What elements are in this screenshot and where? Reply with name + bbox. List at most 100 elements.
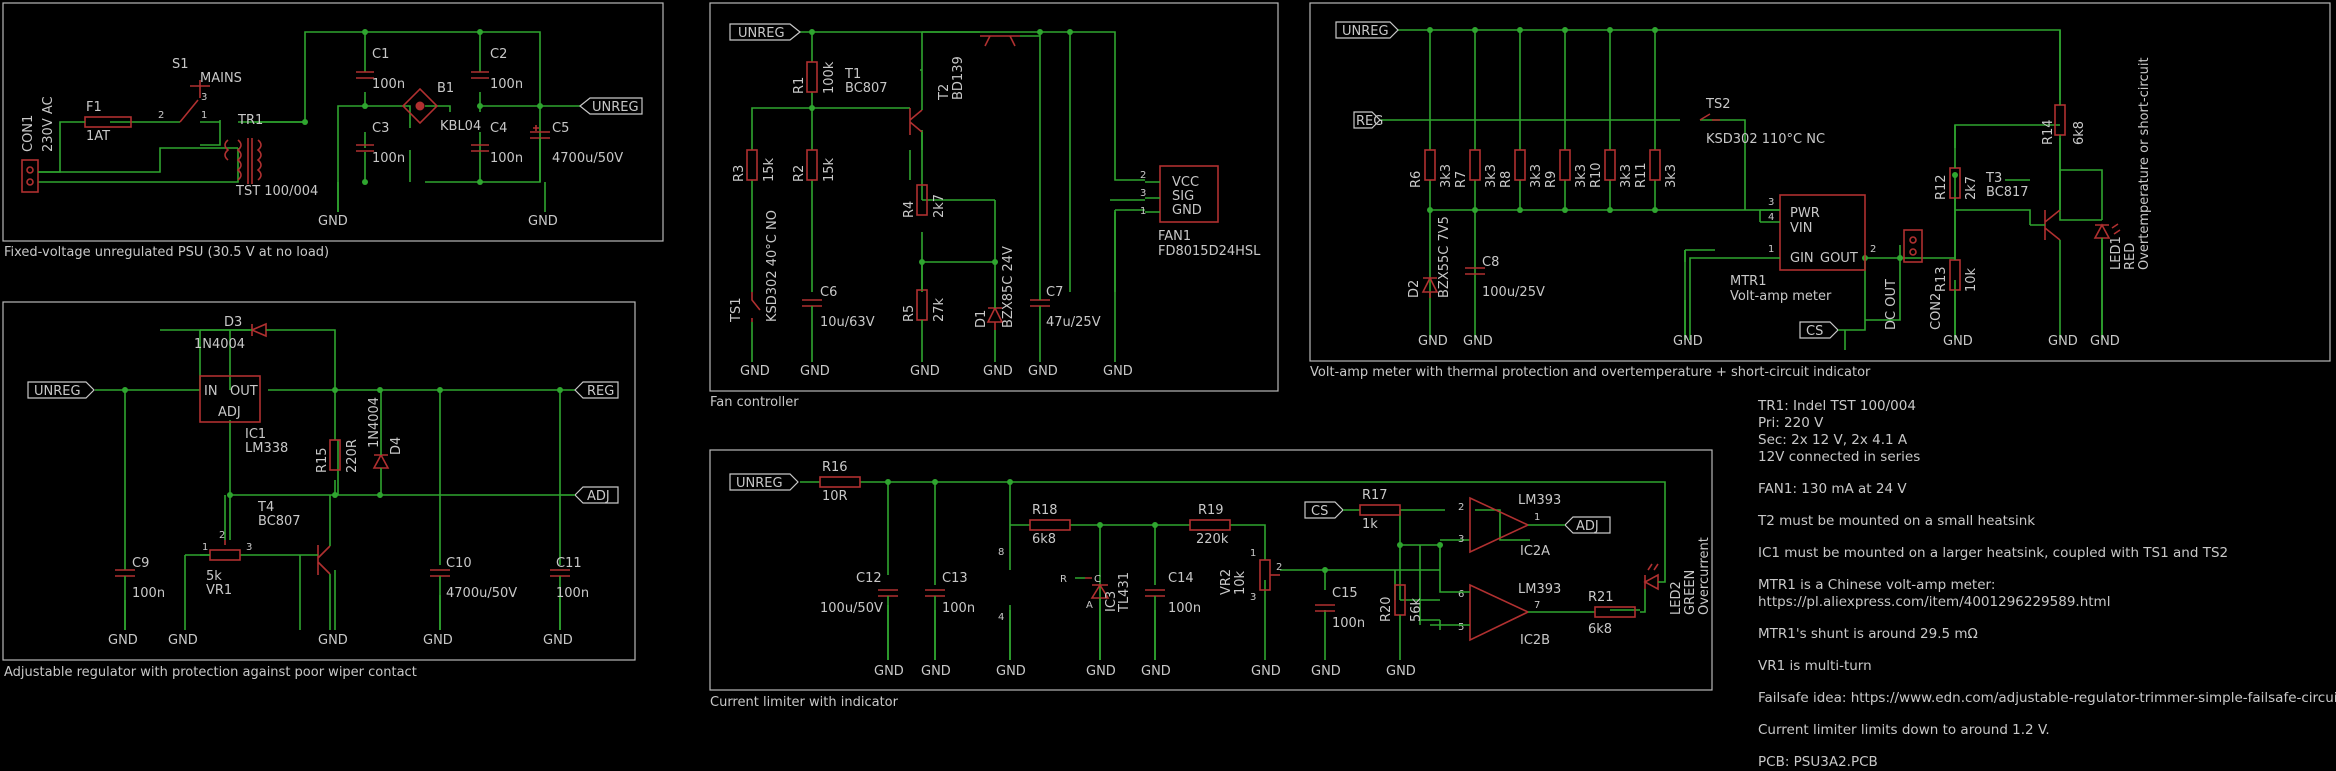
cap-c8 [1465,267,1485,275]
t1-label: T1 [844,67,861,82]
c4-label: C4 [490,121,507,136]
tr1-label: TR1 [237,113,263,128]
svg-text:1: 1 [1534,512,1540,523]
limiter-gnd-5: GND [1141,664,1171,679]
c11-label: C11 [556,556,582,571]
meter-gnd-2: GND [1463,334,1493,349]
r3-value: 15k [762,157,777,182]
r19-value: 220k [1196,532,1229,547]
res-r1 [806,61,818,93]
res-r19 [1189,519,1231,531]
psu-gnd-2: GND [528,214,558,229]
r5-value: 27k [932,297,947,322]
r14-label: R14 [2041,119,2056,145]
diode-d3 [249,322,267,338]
r11-value: 3k3 [1664,164,1679,188]
transistor-t2 [980,35,1020,47]
note-line: MTR1 is a Chinese volt-amp meter: [1758,577,1995,593]
adj-adj-label: ADJ [587,489,610,504]
r20-value: 56k [1409,597,1424,622]
meter-reg-net [1353,111,1381,129]
c3-value: 100n [372,151,405,166]
svg-text:2: 2 [219,530,225,541]
r16-label: R16 [822,460,848,475]
fan-vcc-pin: VCC [1172,175,1199,190]
svg-text:A: A [1086,600,1093,611]
c13-value: 100n [942,601,975,616]
d1-value: BZX85C 24V [1001,246,1016,328]
note-link[interactable]: https://pl.aliexpress.com/item/400129622… [1758,594,2110,610]
r12-label: R12 [1934,174,1949,200]
c6-label: C6 [820,285,837,300]
fan1-value: FD8015D24HSL [1158,244,1261,259]
ic1-value: LM338 [245,441,288,456]
pot-vr1 [209,549,241,561]
r8-value: 3k3 [1529,164,1544,188]
mtr1-label: MTR1 [1730,274,1766,289]
zener-d1 [986,306,1004,330]
t3-value: BC817 [1986,185,2029,200]
r17-label: R17 [1362,488,1388,503]
svg-text:3: 3 [1768,197,1774,208]
c10-value: 4700u/50V [446,586,517,601]
note-link[interactable]: Failsafe idea: https://www.edn.com/adjus… [1758,690,2336,706]
adj-gnd-2: GND [168,633,198,648]
thermal-switch-ts2 [1699,113,1720,121]
r8-label: R8 [1499,171,1514,188]
meter-cs-label: CS [1806,324,1823,339]
meter-gnd-4: GND [1943,334,1973,349]
notes-block: TR1: Indel TST 100/004 Pri: 220 V Sec: 2… [1757,398,2336,770]
fan-unreg-label: UNREG [738,26,785,41]
r12-value: 2k7 [1964,176,1979,200]
svg-text:R: R [1060,574,1067,585]
note-line: Current limiter limits down to around 1.… [1758,722,2050,738]
res-r14 [2054,104,2066,136]
transistor-t3 [2044,209,2061,241]
ic3-label: IC3 [1104,591,1119,612]
svg-text:1: 1 [1768,244,1774,255]
ic1-in-pin: IN [204,384,218,399]
limiter-unreg-net [729,473,799,491]
c8-label: C8 [1482,255,1499,270]
fan-frame [709,2,1279,392]
cap-c4 [471,144,489,152]
adj-caption: Adjustable regulator with protection aga… [4,665,417,680]
cap-c14 [1145,589,1165,597]
res-r15 [329,439,341,471]
limiter-frame [709,449,1713,691]
note-line: TR1: Indel TST 100/004 [1757,398,1916,414]
psu-caption: Fixed-voltage unregulated PSU (30.5 V at… [4,245,329,260]
vr1-value: 5k [206,569,222,584]
limiter-cs-net [1304,501,1344,519]
cap-c13 [925,589,945,597]
meter-unreg-label: UNREG [1342,24,1389,39]
r16-value: 10R [822,489,848,504]
adj-reg-label: REG [587,384,614,399]
d2-label: D2 [1407,280,1422,298]
r15-label: R15 [315,447,330,473]
res-r17 [1359,504,1401,516]
adj-frame [2,301,636,661]
led1-value: Overtemperature or short-circuit [2137,57,2152,270]
svg-text:3: 3 [1250,592,1256,603]
ts1-label: TS1 [729,298,744,323]
c1-value: 100n [372,77,405,92]
d4-value: 1N4004 [367,397,382,448]
fan-gnd-6: GND [1103,364,1133,379]
ic2b-label: IC2B [1520,633,1550,648]
limiter-gnd-4: GND [1086,664,1116,679]
limiter-caption: Current limiter with indicator [710,695,899,710]
c2-value: 100n [490,77,523,92]
res-r10 [1604,149,1616,181]
note-line: PCB: PSU3A2.PCB [1758,754,1878,770]
psu-frame [2,2,664,242]
fan-gnd-pin: GND [1172,203,1202,218]
d1-label: D1 [974,310,989,328]
svg-text:4: 4 [1768,212,1774,223]
psu-gnd-1: GND [318,214,348,229]
r2-value: 15k [822,157,837,182]
tr1-value: TST 100/004 [235,184,318,199]
mtr-gout-pin: GOUT [1820,251,1858,266]
